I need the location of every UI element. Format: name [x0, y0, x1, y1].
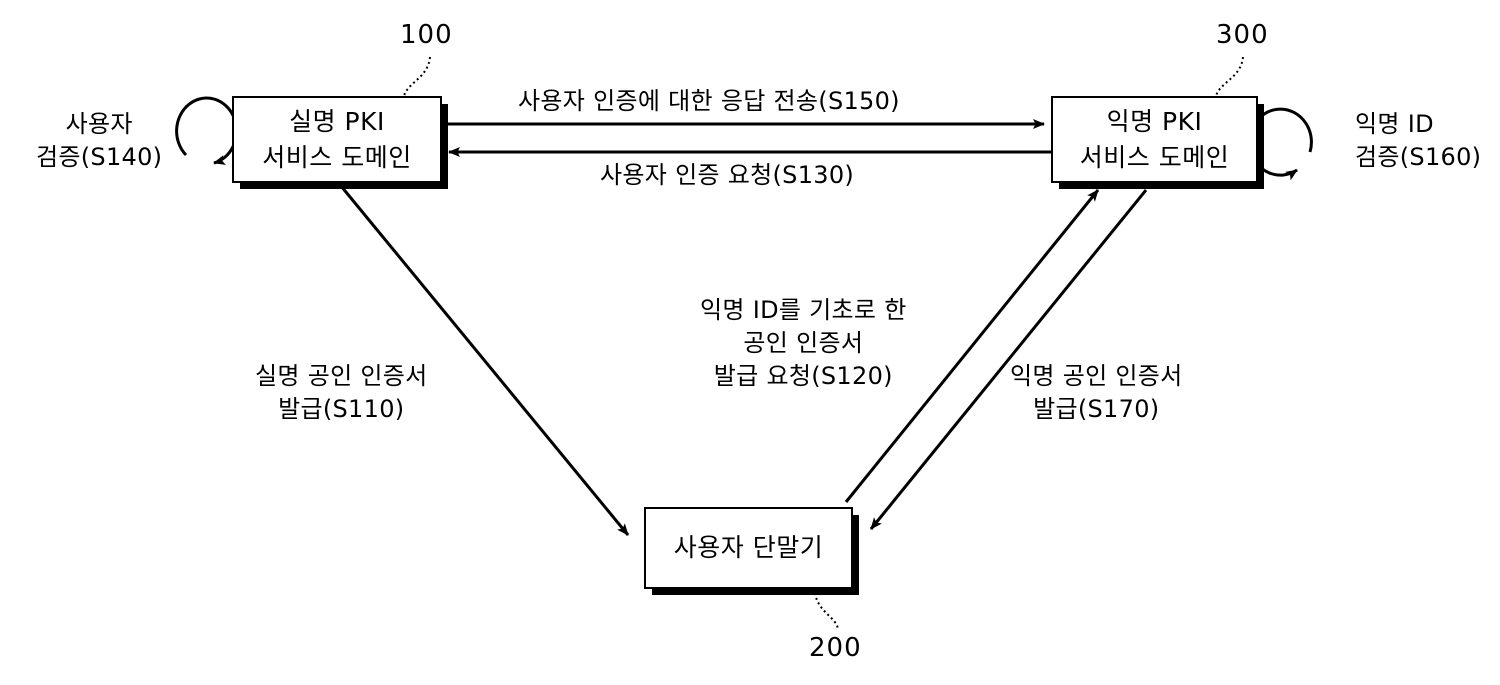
edge-label-s170-line1: 익명 공인 인증서 — [1010, 362, 1183, 390]
edge-label-s110: 실명 공인 인증서 발급(S110) — [255, 360, 428, 426]
node-terminal-label-line1: 사용자 단말기 — [673, 533, 824, 563]
node-anonymous-pki-service-domain[interactable]: 익명 PKI 서비스 도메인 — [1051, 96, 1258, 183]
edge-label-s130: 사용자 인증 요청(S130) — [600, 159, 854, 192]
edge-label-s170-line2: 발급(S170) — [1033, 395, 1160, 424]
edge-label-s170: 익명 공인 인증서 발급(S170) — [1010, 360, 1183, 426]
ref-leader-300 — [1215, 56, 1244, 97]
edge-label-s160-line1: 익명 ID — [1355, 110, 1434, 138]
ref-leader-100 — [403, 56, 431, 97]
edge-label-s120-line2: 공인 인증서 — [743, 329, 864, 358]
edge-label-s140-line1: 사용자 — [65, 110, 133, 138]
edge-label-s130-line1: 사용자 인증 요청(S130) — [600, 161, 855, 189]
edge-label-s160-line2: 검증(S160) — [1355, 143, 1482, 172]
edge-label-s110-line1: 실명 공인 인증서 — [255, 362, 428, 390]
edge-arrow-s160 — [1247, 107, 1313, 181]
node-anonymous-label-line2: 서비스 도메인 — [1079, 142, 1230, 172]
edge-label-s140-line2: 검증(S140) — [36, 143, 163, 172]
node-anonymous-label-line1: 익명 PKI — [1106, 107, 1203, 136]
ref-leader-200 — [814, 592, 839, 630]
node-realname-label-line2: 서비스 도메인 — [262, 142, 412, 172]
reference-numeral-100: 100 — [400, 20, 453, 50]
edge-label-s110-line2: 발급(S110) — [278, 395, 405, 424]
edge-label-s120-line1: 익명 ID를 기초로 한 — [700, 296, 907, 324]
node-realname-pki-service-domain[interactable]: 실명 PKI 서비스 도메인 — [232, 96, 442, 183]
node-user-terminal[interactable]: 사용자 단말기 — [644, 507, 853, 589]
node-realname-label-line1: 실명 PKI — [289, 107, 385, 136]
edge-arrow-s140 — [175, 96, 239, 165]
edge-label-s120-line3: 발급 요청(S120) — [713, 362, 893, 391]
edge-label-s120: 익명 ID를 기초로 한 공인 인증서 발급 요청(S120) — [700, 294, 907, 393]
edge-label-s150: 사용자 인증에 대한 응답 전송(S150) — [518, 85, 900, 118]
edge-label-s160: 익명 ID 검증(S160) — [1355, 108, 1481, 174]
edge-label-s140: 사용자 검증(S140) — [36, 108, 162, 174]
reference-numeral-300: 300 — [1216, 20, 1269, 50]
edge-label-s150-line1: 사용자 인증에 대한 응답 전송(S150) — [518, 87, 900, 115]
reference-numeral-200: 200 — [809, 633, 862, 663]
